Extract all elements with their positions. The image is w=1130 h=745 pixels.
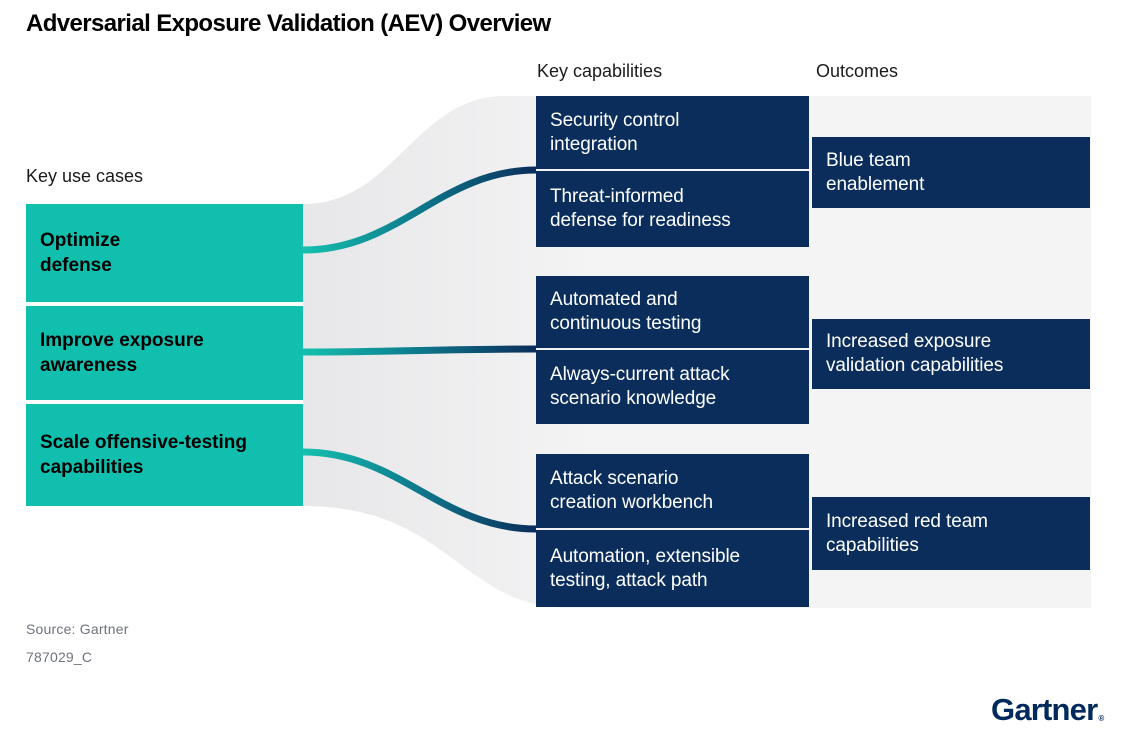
use-case-label: Scale offensive-testing capabilities	[40, 431, 247, 478]
outcome-increased-red-team: Increased red team capabilities	[812, 497, 1090, 570]
header-key-capabilities: Key capabilities	[537, 61, 663, 81]
outcome-label: Increased red team capabilities	[826, 510, 988, 556]
capability-label: Always-current attack scenario knowledge	[550, 364, 730, 409]
outcome-label: Blue team enablement	[826, 149, 925, 195]
header-key-use-cases: Key use cases	[26, 166, 144, 186]
use-case-scale-offensive-testing: Scale offensive-testing capabilities	[26, 404, 303, 506]
connector-scale-offensive	[302, 448, 537, 533]
capability-automation-extensible-testing: Automation, extensible testing, attack p…	[536, 530, 809, 607]
document-id: 787029_C	[26, 649, 93, 665]
capability-attack-scenario-workbench: Attack scenario creation workbench	[536, 454, 809, 528]
header-outcomes: Outcomes	[816, 61, 899, 81]
capability-always-current-attack-scenario: Always-current attack scenario knowledge	[536, 350, 809, 424]
use-case-improve-exposure-awareness: Improve exposure awareness	[26, 306, 303, 400]
capability-security-control-integration: Security control integration	[536, 96, 809, 169]
capability-threat-informed-defense: Threat-informed defense for readiness	[536, 171, 809, 247]
connector-improve-exposure	[302, 345, 537, 356]
page-title: Adversarial Exposure Validation (AEV) Ov…	[26, 10, 551, 37]
gartner-logo: Gartner®	[991, 692, 1104, 728]
capability-label: Automation, extensible testing, attack p…	[550, 545, 741, 591]
registered-mark-icon: ®	[1098, 714, 1104, 723]
capability-automated-continuous-testing: Automated and continuous testing	[536, 276, 809, 348]
capability-label: Threat-informed defense for readiness	[550, 186, 731, 231]
capability-label: Automated and continuous testing	[550, 289, 702, 334]
use-case-optimize-defense: Optimize defense	[26, 204, 303, 302]
use-case-label: Optimize defense	[40, 229, 121, 276]
connector-optimize-defense	[302, 166, 537, 254]
outcome-label: Increased exposure validation capabiliti…	[826, 331, 1004, 376]
outcome-blue-team-enablement: Blue team enablement	[812, 137, 1090, 208]
capability-label: Attack scenario creation workbench	[550, 468, 713, 513]
source-note: Source: Gartner	[26, 621, 129, 637]
capability-label: Security control integration	[550, 109, 680, 155]
outcome-increased-exposure-validation: Increased exposure validation capabiliti…	[812, 319, 1090, 389]
use-case-label: Improve exposure awareness	[40, 329, 204, 376]
gartner-logo-text: Gartner	[991, 692, 1098, 727]
